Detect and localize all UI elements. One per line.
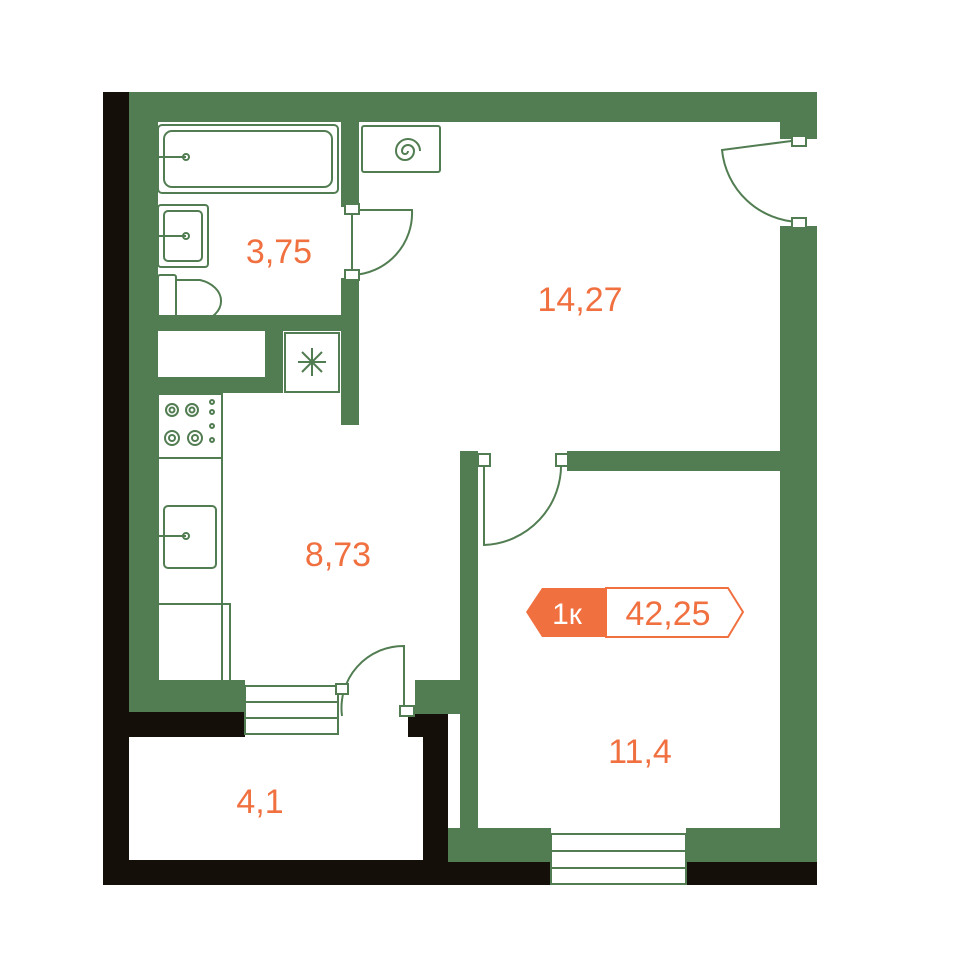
wall-bedroom-south-east (686, 828, 817, 862)
interior-walls (129, 92, 817, 862)
refrigerator-icon (157, 603, 231, 683)
wall-west-inner (129, 122, 158, 712)
kitchen-area: 8,73 (305, 536, 371, 574)
apartment-total-area: 42,25 (625, 595, 710, 633)
window-icon (550, 833, 687, 885)
wall-shaft-top (265, 315, 359, 331)
wall-north (129, 92, 817, 122)
wall-shaft-west (265, 315, 283, 393)
balcony-wall-east (423, 712, 448, 862)
wall-north-east-stub (780, 92, 817, 139)
wall-kitchen-south (129, 680, 245, 712)
apartment-type: 1к (552, 598, 583, 631)
door-icon (477, 453, 569, 547)
window-icon (244, 685, 339, 735)
living-room-area: 14,27 (537, 281, 622, 319)
door-icon (335, 644, 415, 717)
exterior-wall-west (103, 92, 129, 885)
sink-icon (157, 204, 209, 268)
bedroom-area: 11,4 (608, 733, 672, 771)
badge-area-outline (605, 587, 745, 638)
door-icon (344, 203, 414, 281)
sink-icon (158, 505, 217, 569)
bathroom-area: 3,75 (246, 233, 312, 271)
stove-icon (157, 393, 223, 459)
bathtub-icon (157, 124, 339, 194)
wall-bath-east-bottom (341, 278, 359, 425)
balcony-wall-north (129, 712, 245, 737)
wall-bedroom-west (460, 451, 478, 862)
wall-bedroom-south (448, 828, 551, 862)
wall-bedroom-west-lower (415, 680, 478, 714)
boiler-icon (361, 125, 441, 173)
wall-bedroom-north (567, 451, 780, 471)
wall-bath-south (158, 315, 288, 331)
wall-east (780, 226, 817, 862)
exterior-wall-south (103, 860, 551, 885)
exterior-walls (103, 92, 817, 885)
door-icon (720, 135, 807, 229)
wall-kitchen-north (158, 377, 283, 393)
badge-type-background (526, 588, 606, 637)
balcony-area: 4,1 (236, 783, 283, 821)
toilet-icon (157, 274, 222, 326)
exterior-wall-south-east (686, 860, 817, 885)
ventilation-shaft-icon (284, 332, 340, 393)
wall-bath-east-top (341, 122, 359, 207)
apartment-badge: 1к 42,25 (526, 587, 745, 638)
